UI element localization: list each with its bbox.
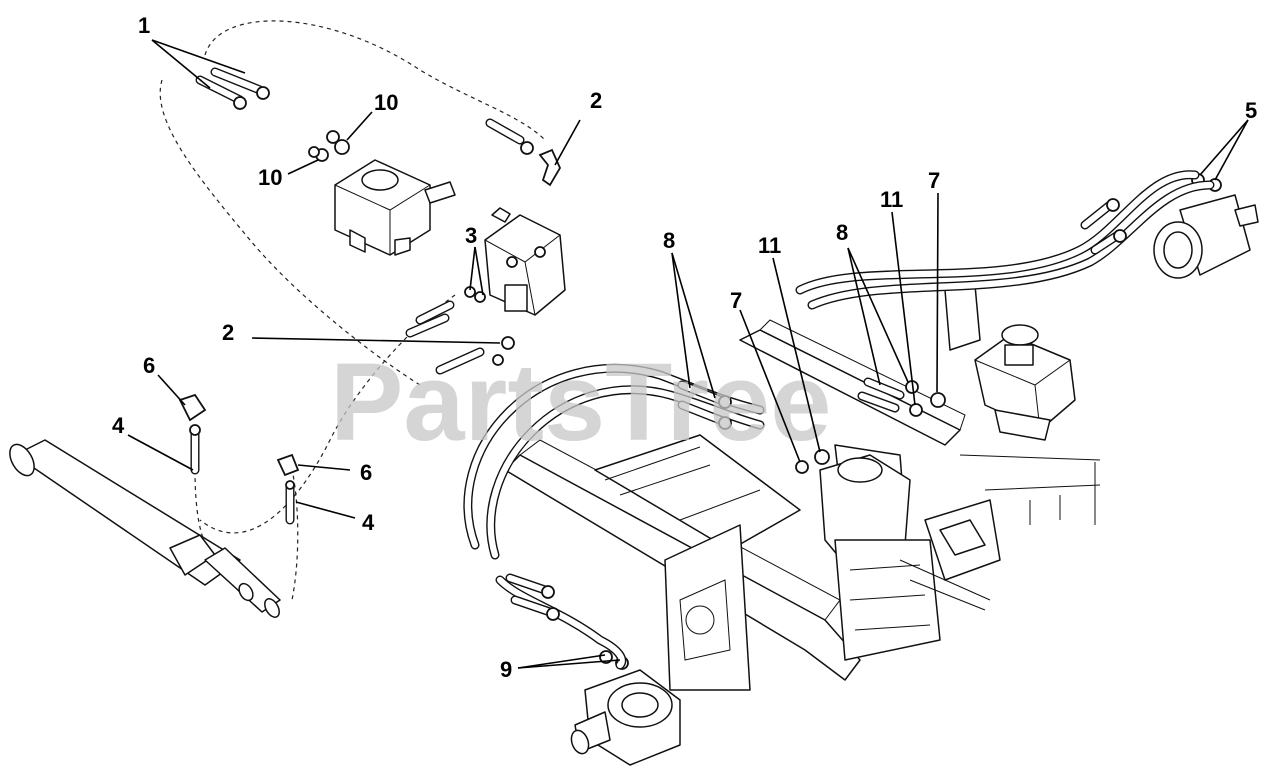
left-wheel-motor — [570, 650, 681, 766]
callout-5: 5 — [1245, 98, 1257, 123]
callout-10-lower: 10 — [258, 165, 282, 190]
lift-valve — [484, 207, 566, 316]
watermark: PartsTree — [330, 341, 831, 464]
hydraulic-pump-right — [944, 284, 1076, 441]
routing-lines — [159, 20, 546, 601]
hydraulic-cylinder — [9, 439, 281, 618]
callout-11-right: 11 — [880, 187, 903, 212]
hydraulic-hoses — [190, 67, 1215, 670]
fittings — [178, 86, 1127, 621]
callout-6-left: 6 — [143, 353, 155, 378]
callout-3: 3 — [465, 223, 477, 248]
callout-2-upper: 2 — [590, 88, 602, 113]
callout-7-right: 7 — [928, 168, 940, 193]
control-valve-block — [334, 159, 456, 256]
tractor-frame — [504, 319, 1101, 691]
callout-1: 1 — [138, 13, 150, 38]
callout-4-right: 4 — [362, 510, 375, 535]
callout-2-lower: 2 — [222, 320, 234, 345]
callout-labels: 1 2 2 3 4 4 5 6 6 7 7 8 8 9 10 10 11 11 — [112, 13, 1257, 682]
callout-7-left: 7 — [730, 288, 742, 313]
callout-6-right: 6 — [360, 460, 372, 485]
callout-9: 9 — [500, 657, 512, 682]
callout-4-left: 4 — [112, 413, 125, 438]
callout-10-upper: 10 — [374, 90, 398, 115]
callout-leaders — [127, 39, 1249, 669]
callout-11-left: 11 — [758, 233, 781, 258]
callout-8-left: 8 — [663, 228, 675, 253]
callout-8-right: 8 — [836, 220, 848, 245]
